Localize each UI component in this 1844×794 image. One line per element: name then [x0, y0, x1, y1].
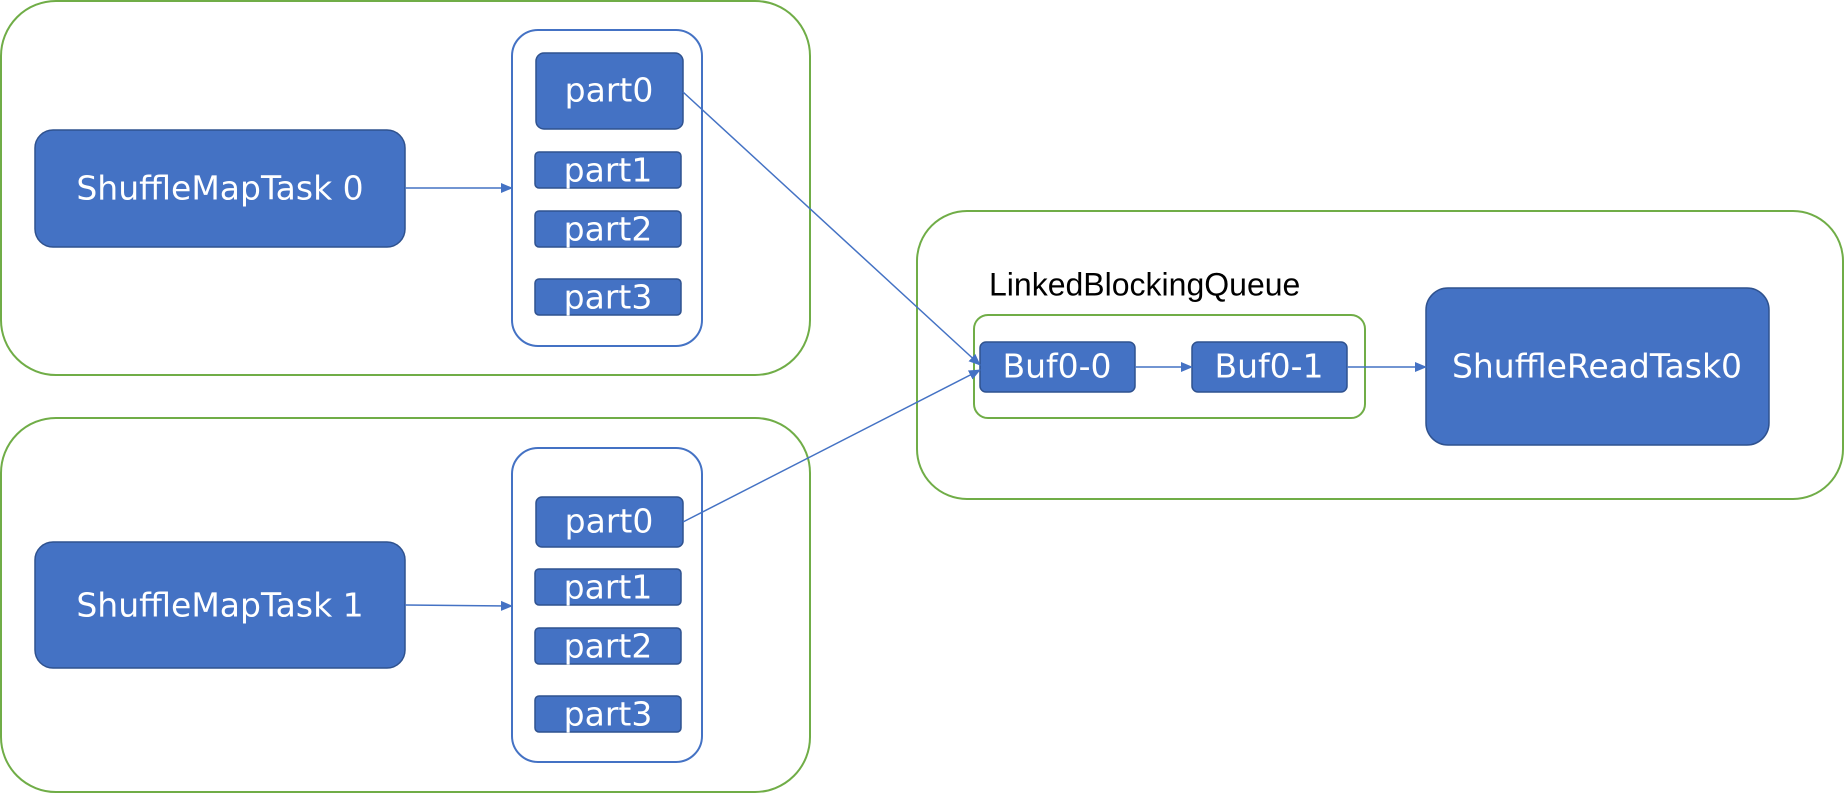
map0-part0-to-buf0-0-arrow	[682, 91, 981, 366]
reader-group: LinkedBlockingQueue Buf0-0 Buf0-1 Shuffl…	[916, 210, 1844, 500]
map-group-0: ShuffleMapTask 0 part0 part1 part2 part3	[0, 0, 811, 376]
buf0-0-label: Buf0-0	[1002, 347, 1111, 386]
map1-task-to-parts-arrow	[404, 600, 513, 611]
map1-part0-to-buf0-0-arrow	[682, 369, 981, 523]
map0-part0-box[interactable]	[535, 52, 684, 130]
map1-part2-box[interactable]	[534, 627, 682, 665]
buf0-1-label: Buf0-1	[1214, 347, 1323, 386]
map0-part2-label: part2	[564, 210, 653, 249]
shuffle-map-task-1-label: ShuffleMapTask 1	[76, 586, 363, 625]
map1-part2-label: part2	[564, 627, 653, 666]
map0-part0-label: part0	[565, 71, 654, 110]
shuffle-read-task-0-label: ShuffleReadTask0	[1452, 347, 1742, 386]
map-group-1: ShuffleMapTask 1 part0 part1 part2 part3	[0, 417, 811, 793]
queue-label: LinkedBlockingQueue	[989, 266, 1300, 302]
map1-part1-label: part1	[564, 568, 653, 607]
map0-part3-label: part3	[564, 278, 653, 317]
map0-part3-box[interactable]	[534, 278, 682, 316]
map1-part3-label: part3	[564, 695, 653, 734]
map1-part3-box[interactable]	[534, 695, 682, 733]
map0-part1-box[interactable]	[534, 151, 682, 189]
reader-group-container	[916, 210, 1844, 500]
map0-part2-box[interactable]	[534, 210, 682, 248]
map1-part1-box[interactable]	[534, 568, 682, 606]
shuffle-map-task-0-label: ShuffleMapTask 0	[76, 169, 363, 208]
map0-part1-label: part1	[564, 151, 653, 190]
map-group-1-container	[0, 417, 811, 793]
map-group-0-container	[0, 0, 811, 376]
map1-part0-label: part0	[565, 502, 654, 541]
